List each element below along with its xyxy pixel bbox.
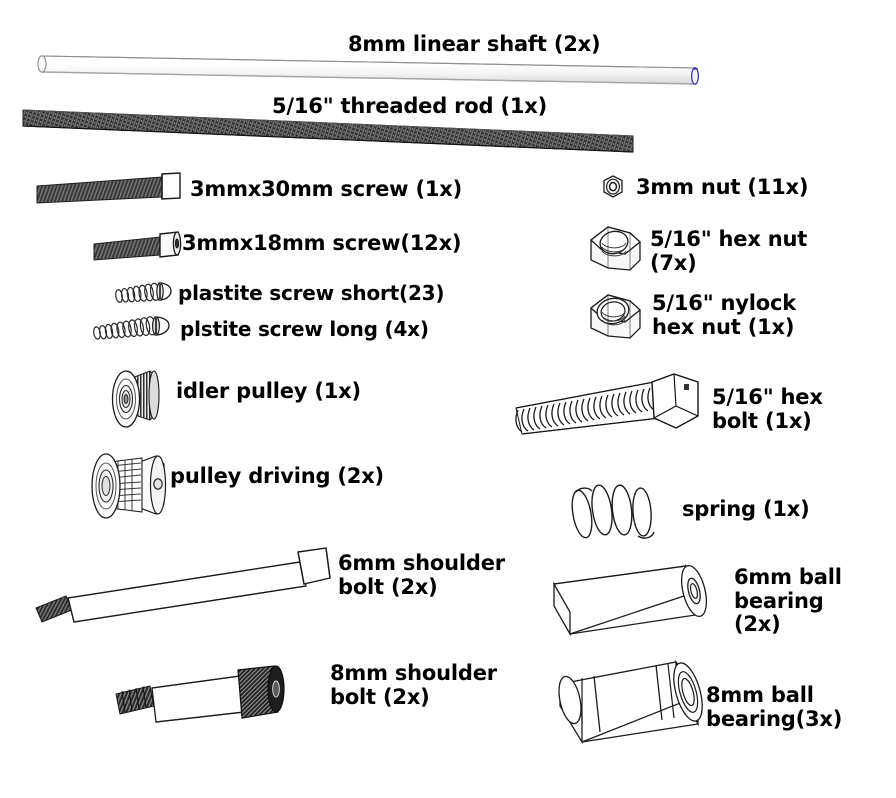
spring-icon: [560, 476, 676, 546]
nylock-nut-label: 5/16" nylock hex nut (1x): [652, 291, 797, 339]
ball-bearing-6mm-icon: [546, 562, 716, 654]
threaded-rod-label: 5/16" threaded rod (1x): [272, 94, 548, 118]
shoulder-bolt-8mm-label: 8mm shoulder bolt (2x): [330, 661, 497, 709]
plastite-short-label: plastite screw short(23): [178, 281, 445, 305]
socket-screw-long-icon: [34, 172, 186, 210]
ball-bearing-8mm-icon: [548, 654, 718, 766]
socket-screw-short-icon: [92, 228, 188, 266]
hex-bolt-516-label: 5/16" hex bolt (1x): [712, 385, 823, 433]
pulley-driving-label: pulley driving (2x): [170, 464, 384, 488]
linear-shaft-icon: [30, 48, 710, 90]
linear-shaft-label: 8mm linear shaft (2x): [348, 32, 601, 56]
plastite-long-label: plstite screw long (4x): [180, 317, 429, 341]
plastite-screw-long-icon: [90, 314, 180, 348]
screw-3x18-label: 3mmx18mm screw(12x): [182, 231, 462, 255]
hex-nut-large-icon: [578, 220, 650, 280]
idler-pulley-icon: [98, 366, 176, 432]
plastite-screw-short-icon: [110, 280, 180, 312]
idler-pulley-label: idler pulley (1x): [176, 379, 361, 403]
ball-bearing-8mm-label: 8mm ball bearing(3x): [706, 683, 843, 731]
threaded-rod-icon: [18, 104, 643, 156]
hex-bolt-icon: [508, 372, 708, 452]
nut-3mm-label: 3mm nut (11x): [636, 175, 809, 199]
nylock-nut-icon: [578, 286, 650, 348]
shoulder-bolt-6mm-icon: [32, 540, 332, 640]
hex-nut-516-label: 5/16" hex nut (7x): [650, 227, 808, 275]
driving-pulley-icon: [78, 448, 178, 530]
screw-3x30-label: 3mmx30mm screw (1x): [190, 177, 463, 201]
shoulder-bolt-6mm-label: 6mm shoulder bolt (2x): [338, 551, 505, 599]
hex-nut-small-icon: [598, 172, 632, 204]
spring-label: spring (1x): [682, 497, 810, 521]
ball-bearing-6mm-label: 6mm ball bearing (2x): [734, 565, 842, 637]
shoulder-bolt-8mm-icon: [112, 660, 312, 742]
